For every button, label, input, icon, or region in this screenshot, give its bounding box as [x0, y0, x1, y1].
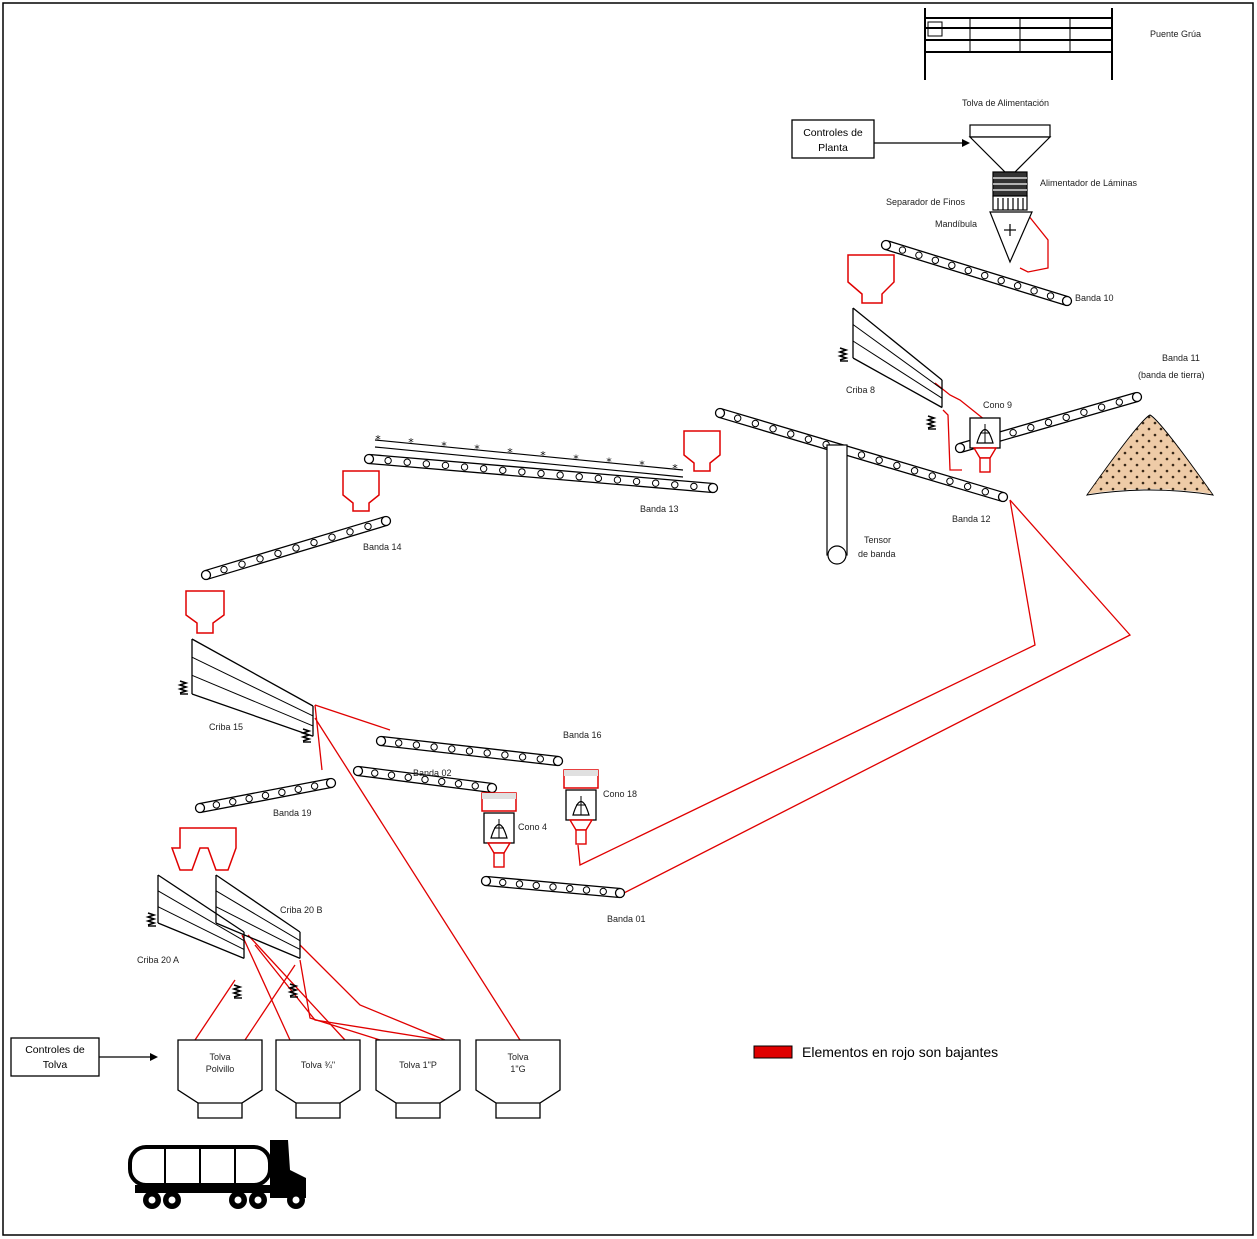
controles-tolva-line2: Tolva: [43, 1059, 68, 1071]
tolva-1g: [475, 1039, 561, 1119]
label-cono9: Cono 9: [983, 400, 1012, 410]
svg-text:*: *: [441, 439, 447, 452]
material-pile-dots: [1088, 416, 1212, 494]
legend-swatch: [753, 1045, 793, 1059]
label-tolva-alimentacion: Tolva de Alimentación: [962, 98, 1049, 108]
label-puente-grua: Puente Grúa: [1150, 29, 1201, 39]
label-banda11-2: (banda de tierra): [1138, 370, 1205, 380]
label-banda02: Banda 02: [413, 768, 452, 778]
tolva-1g-line2: 1"G: [510, 1064, 525, 1074]
tolva-1g-line1: Tolva: [507, 1052, 528, 1062]
controles-planta-box: Controles de Planta: [791, 119, 970, 159]
tolva-polvillo-line1: Tolva: [209, 1052, 230, 1062]
label-banda16: Banda 16: [563, 730, 602, 740]
screens: [145, 307, 943, 999]
svg-text:*: *: [375, 433, 381, 446]
controles-planta-line2: Planta: [818, 142, 848, 154]
label-cono18: Cono 18: [603, 789, 637, 799]
controles-tolva-box: Controles de Tolva: [10, 1037, 158, 1077]
label-separador: Separador de Finos: [886, 197, 966, 207]
svg-text:*: *: [408, 436, 414, 449]
banda-10: [880, 239, 1073, 307]
tolva-tres-cuartos: [275, 1039, 361, 1119]
banda-02: [352, 765, 498, 794]
label-banda12: Banda 12: [952, 514, 991, 524]
cono-18: [563, 769, 599, 845]
puente-grua: [924, 8, 1113, 80]
label-tensor-1: Tensor: [864, 535, 891, 545]
tolva-polvillo-line2: Polvillo: [206, 1064, 235, 1074]
banda-13-return: * * * * * * * * * *: [374, 433, 684, 478]
controles-planta-line1: Controles de: [803, 127, 863, 139]
label-cono4: Cono 4: [518, 822, 547, 832]
label-banda14: Banda 14: [363, 542, 402, 552]
svg-text:*: *: [672, 462, 678, 475]
tensor-de-banda: [826, 444, 848, 565]
label-tensor-2: de banda: [858, 549, 896, 559]
criba-20b: [215, 874, 301, 998]
criba-20a: [145, 874, 245, 999]
criba-15: [177, 638, 314, 743]
feed-hopper: [968, 124, 1052, 264]
label-banda10: Banda 10: [1075, 293, 1114, 303]
svg-text:*: *: [573, 452, 579, 465]
conveyor-bands: * * * * * * * * * *: [194, 239, 1143, 899]
label-banda11-1: Banda 11: [1162, 353, 1200, 363]
legend-text: Elementos en rojo son bajantes: [802, 1044, 998, 1060]
controles-tolva-line1: Controles de: [25, 1044, 85, 1056]
tolva-polvillo: [177, 1039, 263, 1119]
svg-text:*: *: [540, 449, 546, 462]
red-chutes: [170, 254, 895, 871]
cone-crushers: [481, 417, 1001, 868]
label-criba20b: Criba 20 B: [280, 905, 323, 915]
label-alimentador: Alimentador de Láminas: [1040, 178, 1138, 188]
svg-text:*: *: [507, 446, 513, 459]
label-criba20a: Criba 20 A: [137, 955, 179, 965]
label-mandibula: Mandíbula: [935, 219, 977, 229]
svg-text:*: *: [639, 459, 645, 472]
banda-01: [480, 875, 626, 899]
bajantes-lines: [194, 214, 1132, 1041]
banda-14: [200, 515, 392, 581]
label-criba15: Criba 15: [209, 722, 243, 732]
cono-9: [969, 417, 1001, 473]
truck-icon: [128, 1140, 306, 1209]
tolva-1p-label: Tolva 1"P: [399, 1060, 437, 1070]
svg-text:*: *: [474, 443, 480, 456]
label-banda01: Banda 01: [607, 914, 646, 924]
svg-text:*: *: [606, 456, 612, 469]
banda-16: [375, 735, 564, 767]
label-banda19: Banda 19: [273, 808, 312, 818]
cono-4: [481, 792, 517, 868]
label-banda13: Banda 13: [640, 504, 679, 514]
criba-8: [837, 307, 943, 430]
banda-19: [194, 777, 337, 814]
tolva-n-label: Tolva ¾": [301, 1060, 335, 1070]
banda-13: [363, 453, 719, 494]
label-criba8: Criba 8: [846, 385, 875, 395]
storage-hoppers: [177, 1039, 561, 1119]
banda-12: [714, 407, 1009, 503]
tolva-1p: [375, 1039, 461, 1119]
